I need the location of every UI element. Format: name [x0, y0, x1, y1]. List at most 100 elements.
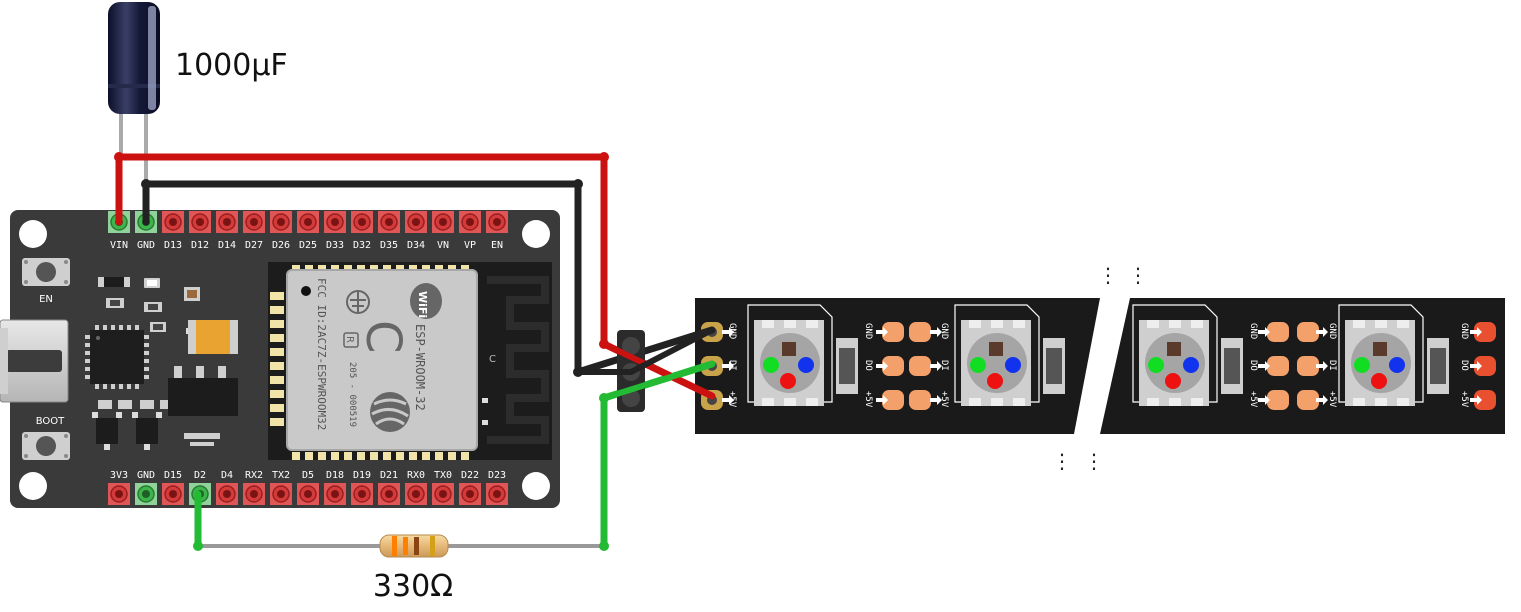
resistor: 330Ω: [198, 534, 604, 604]
bottom-pin-label: TX0: [434, 470, 452, 481]
led-red-die: [1165, 373, 1181, 389]
top-pin-d32[interactable]: [351, 211, 373, 233]
strip-pad-gnd[interactable]: [1474, 322, 1496, 342]
mounting-hole: [19, 472, 47, 500]
bottom-pin-d22[interactable]: [459, 483, 481, 505]
bottom-pin-tx0[interactable]: [432, 483, 454, 505]
strip-pad-label: DO: [863, 360, 873, 371]
direction-arrow-icon: [1316, 327, 1328, 337]
strip-pad-plus5v[interactable]: [909, 390, 931, 410]
strip-pad-gnd[interactable]: [882, 322, 904, 342]
certification-logo: [346, 290, 370, 314]
r-mark-box: [343, 332, 359, 348]
bottom-pin-d4[interactable]: [216, 483, 238, 505]
bottom-pin-label: 3V3: [110, 470, 128, 481]
strip-pad-plus5v[interactable]: [882, 390, 904, 410]
strip-pad-label: DI: [1327, 360, 1337, 371]
direction-arrow-icon: [876, 395, 888, 405]
voltage-regulator: [168, 366, 238, 416]
direction-arrow-icon: [876, 361, 888, 371]
bottom-pin-d5[interactable]: [297, 483, 319, 505]
svg-text:WiFi: WiFi: [416, 291, 429, 318]
led-red-die: [1371, 373, 1387, 389]
resistor-value-label: 330Ω: [373, 569, 453, 604]
top-pin-d12[interactable]: [189, 211, 211, 233]
strip-pad-label: GND: [1248, 323, 1258, 339]
bottom-pin-tx2[interactable]: [270, 483, 292, 505]
top-pin-label: EN: [491, 240, 503, 251]
top-pin-label: D26: [272, 240, 290, 251]
bottom-pin-label: TX2: [272, 470, 290, 481]
direction-arrow-icon: [1470, 327, 1482, 337]
bottom-pin-label: D18: [326, 470, 344, 481]
pin1-marker: [301, 286, 311, 296]
strip-pad-plus5v[interactable]: [1267, 390, 1289, 410]
led-green-die: [970, 357, 986, 373]
esp32-board: EN BOOT: [0, 210, 560, 508]
top-pin-label: D34: [407, 240, 425, 251]
ws2812b-led: [1338, 304, 1424, 406]
bottom-pin-label: D23: [488, 470, 506, 481]
bottom-pin-d18[interactable]: [324, 483, 346, 505]
strip-pad-do[interactable]: [882, 356, 904, 376]
strip-pad-do[interactable]: [1267, 356, 1289, 376]
bottom-pin-3v3[interactable]: [108, 483, 130, 505]
top-pin-d25[interactable]: [297, 211, 319, 233]
strip-pad-plus5v[interactable]: [1297, 390, 1319, 410]
direction-arrow-icon: [722, 327, 734, 337]
break-marker: ⋮: [1098, 263, 1118, 287]
strip-pad-gnd[interactable]: [1267, 322, 1289, 342]
direction-arrow-icon: [1470, 395, 1482, 405]
top-pin-vn[interactable]: [432, 211, 454, 233]
top-pin-label: VP: [464, 240, 476, 251]
decoupling-capacitor: [1427, 338, 1449, 394]
strip-pad-gnd[interactable]: [909, 322, 931, 342]
bottom-pin-rx0[interactable]: [405, 483, 427, 505]
usb-connector: [0, 319, 69, 403]
direction-arrow-icon: [1316, 361, 1328, 371]
top-pin-d33[interactable]: [324, 211, 346, 233]
top-pin-label: D32: [353, 240, 371, 251]
top-pin-label: D25: [299, 240, 317, 251]
strip-pad-label: +5V: [863, 391, 873, 408]
top-pin-vp[interactable]: [459, 211, 481, 233]
top-pin-en[interactable]: [486, 211, 508, 233]
strip-pad-di[interactable]: [1297, 356, 1319, 376]
strip-pad-di[interactable]: [909, 356, 931, 376]
top-pin-d27[interactable]: [243, 211, 265, 233]
top-pin-label: D14: [218, 240, 236, 251]
bottom-pin-d23[interactable]: [486, 483, 508, 505]
direction-arrow-icon: [1470, 361, 1482, 371]
top-pin-d26[interactable]: [270, 211, 292, 233]
top-pin-d35[interactable]: [378, 211, 400, 233]
led-blue-die: [1183, 357, 1199, 373]
top-pin-label: GND: [137, 240, 155, 251]
en-button[interactable]: [22, 258, 70, 286]
bottom-pin-d15[interactable]: [162, 483, 184, 505]
bottom-pin-d21[interactable]: [378, 483, 400, 505]
strip-pad-gnd[interactable]: [1297, 322, 1319, 342]
led-green-die: [1354, 357, 1370, 373]
strip-pad-plus5v[interactable]: [1474, 390, 1496, 410]
direction-arrow-icon: [876, 327, 888, 337]
top-pin-label: D35: [380, 240, 398, 251]
strip-pad-do[interactable]: [1474, 356, 1496, 376]
top-pin-d13[interactable]: [162, 211, 184, 233]
r-mark-text: R: [344, 336, 355, 343]
boot-button[interactable]: [22, 432, 70, 460]
top-pin-d14[interactable]: [216, 211, 238, 233]
strip-pad-label: DI: [939, 360, 949, 371]
bottom-pin-d19[interactable]: [351, 483, 373, 505]
led-green-die: [1148, 357, 1164, 373]
strip-pad-label: GND: [1459, 323, 1469, 339]
strip-pad-label: +5V: [1459, 391, 1469, 408]
bottom-pin-rx2[interactable]: [243, 483, 265, 505]
bottom-pin-label: D15: [164, 470, 182, 481]
bottom-pin-gnd[interactable]: [135, 483, 157, 505]
en-button-label: EN: [39, 294, 53, 305]
top-pin-d34[interactable]: [405, 211, 427, 233]
decoupling-capacitor: [1043, 338, 1065, 394]
wifi-logo: WiFi: [410, 283, 442, 319]
bottom-header-pins: [108, 483, 508, 505]
